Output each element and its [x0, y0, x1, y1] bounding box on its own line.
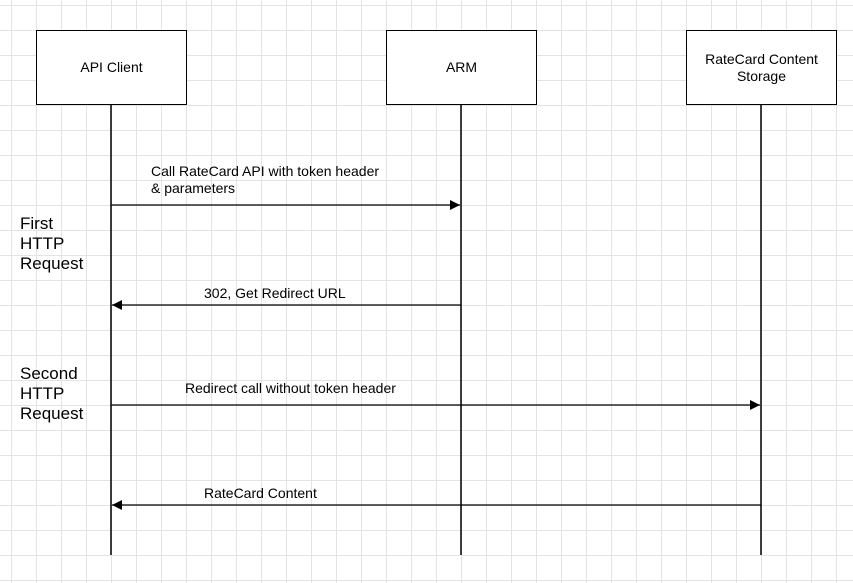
participant-ratecard-storage: RateCard Content Storage: [686, 30, 837, 105]
message-label-redirect-call: Redirect call without token header: [185, 380, 396, 396]
message-label-ratecard-content: RateCard Content: [204, 485, 317, 501]
section-label-first-request: First HTTP Request: [20, 214, 84, 273]
participant-ratecard-storage-label: RateCard Content Storage: [705, 50, 818, 84]
message-label-302-redirect: 302, Get Redirect URL: [204, 285, 346, 301]
participant-api-client-label: API Client: [80, 59, 143, 75]
participant-api-client: API Client: [36, 30, 187, 105]
message-label-line: & parameters: [151, 180, 236, 196]
section-label-second-request: Second HTTP Request: [20, 364, 84, 423]
participant-arm: ARM: [386, 30, 537, 105]
message-label-line: Call RateCard API with token header: [151, 163, 380, 179]
participant-arm-label: ARM: [445, 59, 478, 75]
message-label-call-ratecard-api: Call RateCard API with token header & pa…: [151, 163, 379, 197]
